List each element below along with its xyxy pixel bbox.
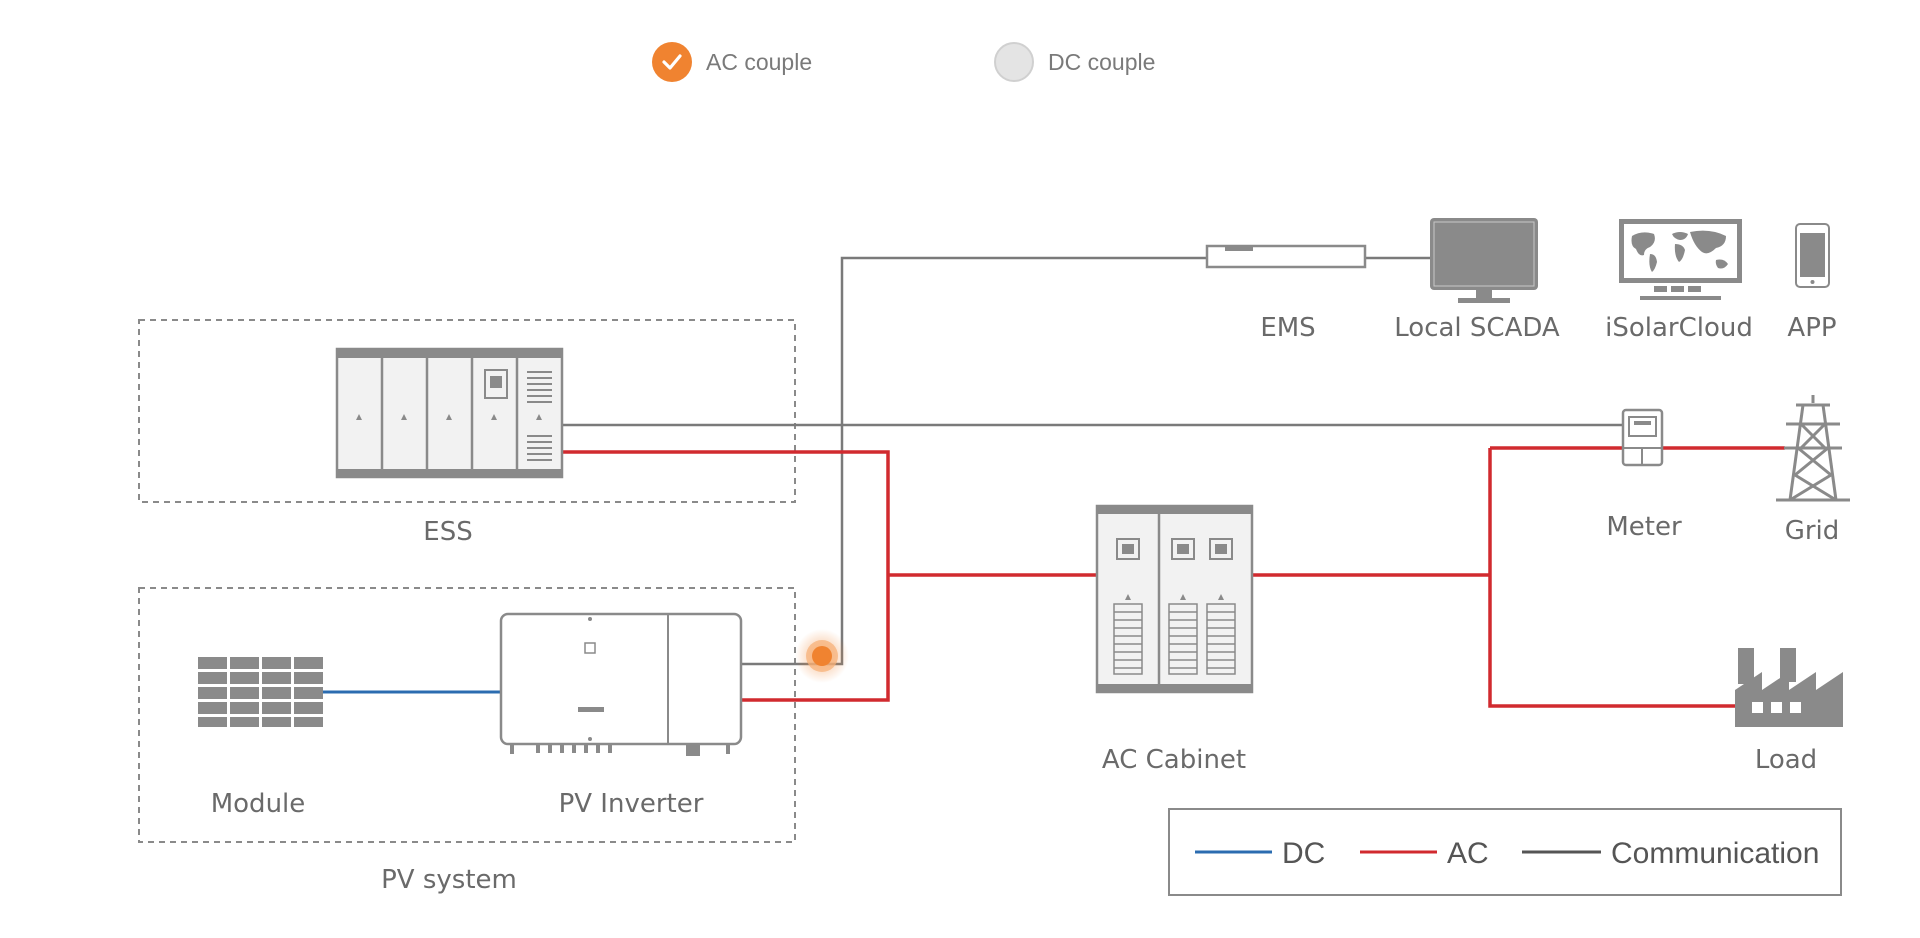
ac-lines xyxy=(562,446,1785,708)
monitor-icon xyxy=(1430,218,1538,303)
legend-dc-label: DC xyxy=(1282,837,1325,870)
factory-icon xyxy=(1735,648,1843,727)
check-icon xyxy=(652,42,692,82)
ems-unit-icon xyxy=(1205,244,1367,269)
transmission-tower-icon xyxy=(1776,395,1850,502)
local-scada-label: Local SCADA xyxy=(1394,313,1560,343)
pv-system-label: PV system xyxy=(381,865,517,895)
app-label: APP xyxy=(1787,313,1836,343)
ac-couple-label: AC couple xyxy=(706,48,813,75)
radio-empty-icon xyxy=(994,42,1034,82)
grid-label: Grid xyxy=(1785,516,1840,546)
legend-ac-label: AC xyxy=(1447,837,1489,870)
ac-cabinet-icon xyxy=(1095,504,1254,694)
meter-label: Meter xyxy=(1606,512,1682,542)
isolarcloud-label: iSolarCloud xyxy=(1605,313,1753,343)
world-map-monitor-icon xyxy=(1619,219,1742,300)
ess-group-box xyxy=(138,319,796,503)
phone-icon xyxy=(1795,223,1830,288)
meter-icon xyxy=(1621,408,1664,467)
dc-couple-label: DC couple xyxy=(1048,48,1156,75)
communication-lines xyxy=(562,256,1623,666)
legend-comm-label: Communication xyxy=(1611,837,1819,870)
pv-inverter-label: PV Inverter xyxy=(559,789,704,819)
load-label: Load xyxy=(1755,745,1817,775)
legend: DC AC Communication xyxy=(1168,808,1842,896)
solar-panel-icon xyxy=(198,657,323,727)
inverter-icon xyxy=(499,612,743,756)
ess-label: ESS xyxy=(423,517,472,547)
ac-cabinet-label: AC Cabinet xyxy=(1102,745,1246,775)
ac-couple-option[interactable]: AC couple xyxy=(652,42,812,82)
hotspot-dot-icon[interactable] xyxy=(795,629,849,683)
pv-system-group-box xyxy=(138,587,796,843)
dc-couple-option[interactable]: DC couple xyxy=(994,42,1155,82)
module-label: Module xyxy=(211,789,306,819)
battery-cabinet-icon xyxy=(335,347,564,479)
ems-label: EMS xyxy=(1260,313,1315,343)
